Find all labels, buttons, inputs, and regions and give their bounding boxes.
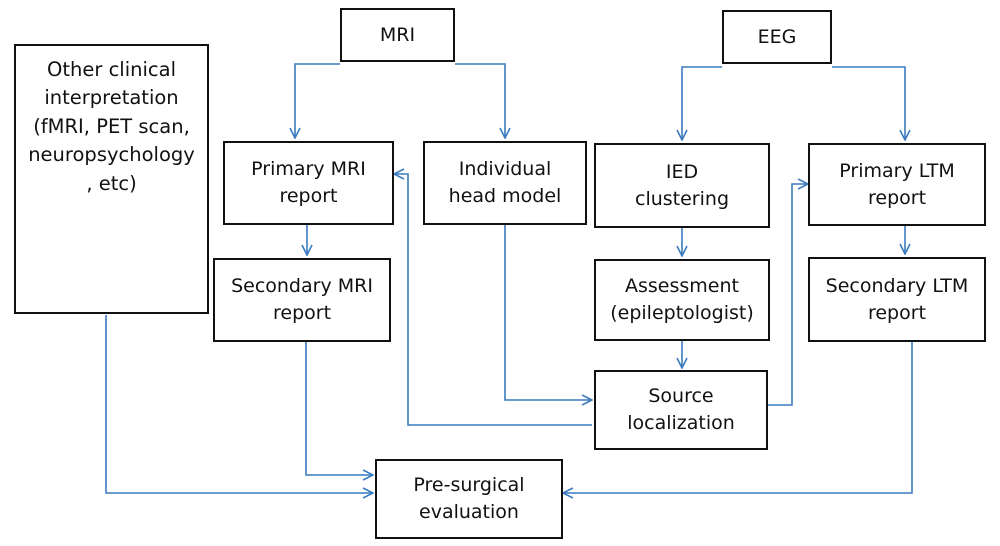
mri-node: MRI bbox=[340, 8, 455, 62]
source-localization-node: Source localization bbox=[594, 370, 768, 450]
arrow-eeg-to-primary-ltm bbox=[832, 66, 905, 140]
arrow-mri-to-head-model bbox=[455, 63, 505, 138]
arrow-mri-to-primary-mri bbox=[295, 63, 340, 138]
primary-ltm-node: Primary LTM report bbox=[808, 143, 986, 226]
ied-clustering-node: IED clustering bbox=[594, 143, 770, 228]
arrow-source-to-primary-mri bbox=[394, 174, 592, 426]
other-clinical-node: Other clinical interpretation (fMRI, PET… bbox=[14, 44, 209, 314]
primary-mri-node: Primary MRI report bbox=[223, 141, 394, 225]
arrow-secondary-ltm-to-presurgical bbox=[563, 342, 913, 493]
secondary-mri-node: Secondary MRI report bbox=[213, 258, 391, 342]
head-model-node: Individual head model bbox=[423, 141, 587, 225]
arrow-head-model-to-source bbox=[504, 225, 592, 400]
arrow-other-to-presurgical bbox=[105, 315, 373, 493]
arrow-source-to-primary-ltm bbox=[768, 184, 808, 406]
secondary-ltm-node: Secondary LTM report bbox=[808, 257, 986, 342]
arrow-secondary-mri-to-presurgical bbox=[305, 342, 373, 475]
eeg-node: EEG bbox=[722, 10, 832, 64]
pre-surgical-evaluation-node: Pre-surgical evaluation bbox=[375, 459, 563, 539]
assessment-node: Assessment (epileptologist) bbox=[594, 259, 770, 341]
arrow-eeg-to-ied bbox=[682, 66, 722, 140]
